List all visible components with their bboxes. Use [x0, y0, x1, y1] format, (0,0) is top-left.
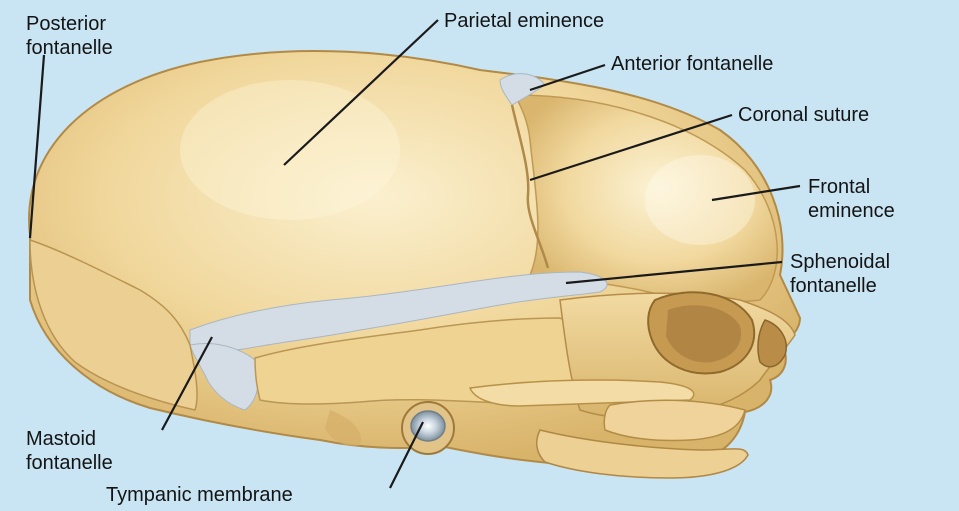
label-coronal-suture: Coronal suture	[738, 103, 869, 127]
label-anterior-fontanelle: Anterior fontanelle	[611, 52, 773, 76]
label-parietal-eminence: Parietal eminence	[444, 9, 604, 33]
label-frontal-eminence: Frontal eminence	[808, 175, 895, 223]
label-posterior-fontanelle: Posterior fontanelle	[26, 12, 113, 60]
label-sphenoidal-fontanelle: Sphenoidal fontanelle	[790, 250, 890, 298]
label-mastoid-fontanelle: Mastoid fontanelle	[26, 427, 113, 475]
label-tympanic-membrane: Tympanic membrane	[106, 483, 293, 507]
